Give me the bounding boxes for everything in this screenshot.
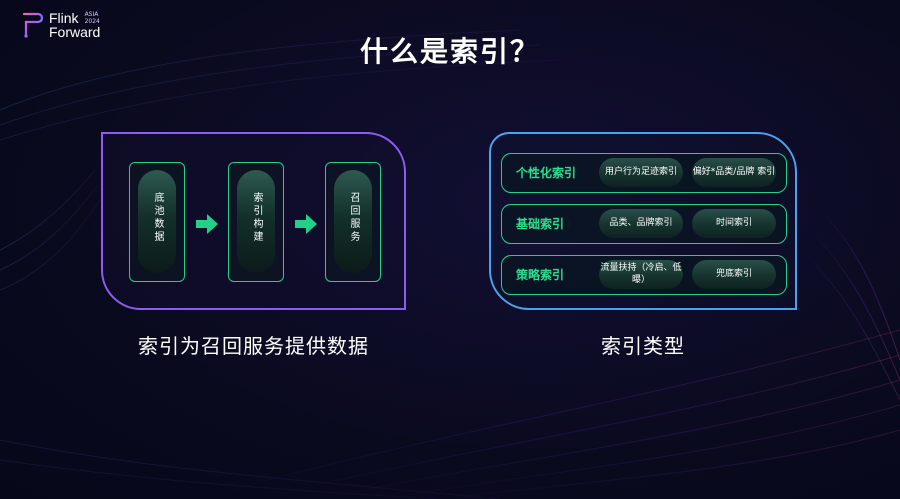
logo-line1: Flink (49, 10, 79, 26)
recall-service-box: 召回服务 (325, 162, 381, 282)
index-build-label: 索引构建 (251, 192, 262, 244)
logo-badge-line2: 2024 (84, 17, 100, 25)
pool-data-label: 底池数据 (152, 192, 163, 244)
index-pill: 品类、品牌索引 (599, 209, 683, 238)
row-label: 基础索引 (516, 217, 565, 231)
index-types-panel: 个性化索引 用户行为足迹索引 偏好*品类/品牌 索引 基础索引 品类、品牌索引 … (489, 132, 797, 310)
logo-line2: Forward (49, 24, 101, 40)
flink-forward-logo: Flink ASIA 2024 Forward (18, 10, 100, 40)
index-pill: 偏好*品类/品牌 索引 (692, 158, 776, 187)
logo-badge: ASIA 2024 (85, 12, 100, 25)
index-type-row: 策略索引 流量扶持（冷启、低曝） 兜底索引 (501, 255, 787, 295)
left-caption: 索引为召回服务提供数据 (138, 334, 369, 358)
right-caption: 索引类型 (601, 334, 685, 358)
index-type-row: 基础索引 品类、品牌索引 时间索引 (501, 204, 787, 244)
index-flow-panel: 底池数据 索引构建 召回服务 (101, 132, 406, 310)
recall-service-label: 召回服务 (348, 192, 359, 244)
flink-logo-icon (22, 12, 44, 38)
index-pill: 用户行为足迹索引 (599, 158, 683, 187)
pool-data-box: 底池数据 (129, 162, 185, 282)
index-pill: 兜底索引 (692, 260, 776, 289)
logo-badge-line1: ASIA (84, 11, 99, 19)
arrow-right-icon (295, 214, 317, 234)
index-build-box: 索引构建 (228, 162, 284, 282)
arrow-right-icon (196, 214, 218, 234)
row-label: 策略索引 (516, 268, 565, 282)
index-type-row: 个性化索引 用户行为足迹索引 偏好*品类/品牌 索引 (501, 153, 787, 193)
index-pill: 流量扶持（冷启、低曝） (599, 260, 683, 289)
row-label: 个性化索引 (516, 166, 577, 180)
slide-title: 什么是索引？ (359, 35, 540, 68)
index-pill: 时间索引 (692, 209, 776, 238)
